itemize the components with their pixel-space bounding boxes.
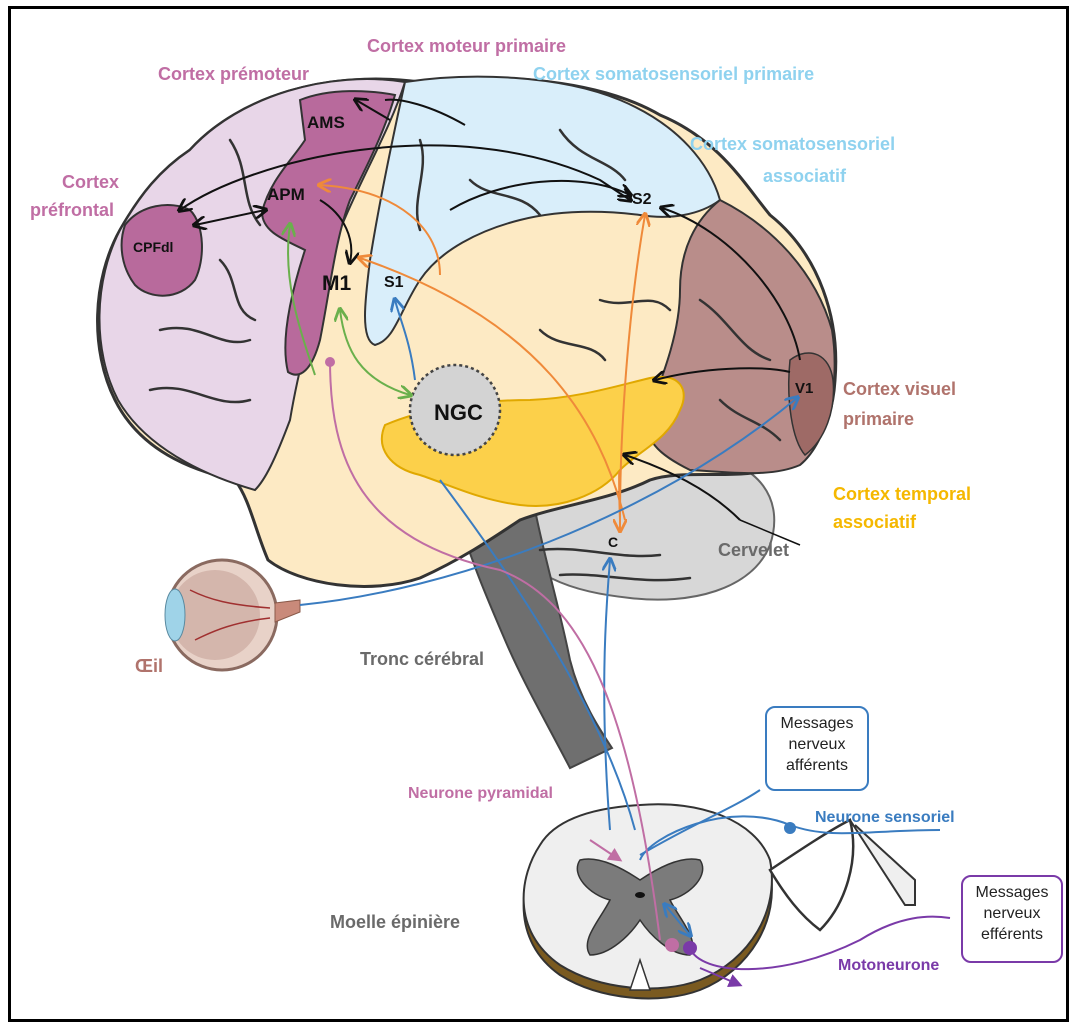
- label-cortex-temporal-1: Cortex temporal: [833, 484, 971, 504]
- label-moelle: Moelle épinière: [330, 912, 460, 932]
- efferent-line-1: Messages: [963, 882, 1061, 903]
- pyramidal-neuron-body: [325, 357, 335, 367]
- label-cortex-temporal-2: associatif: [833, 512, 917, 532]
- afferent-line-2: nerveux: [767, 734, 867, 755]
- node-m1: M1: [322, 272, 351, 295]
- label-cortex-somato-assoc-2: associatif: [763, 166, 847, 186]
- label-cortex-visuel-2: primaire: [843, 409, 914, 429]
- pyramidal-terminal: [665, 938, 679, 952]
- efferent-line-2: nerveux: [963, 903, 1061, 924]
- eye-illustration: [165, 560, 300, 670]
- label-neurone-pyramidal: Neurone pyramidal: [408, 785, 553, 802]
- label-cortex-prefrontal-2: préfrontal: [30, 200, 114, 220]
- label-cortex-somato-primaire: Cortex somatosensoriel primaire: [533, 64, 814, 84]
- node-s1: S1: [384, 274, 404, 291]
- label-cortex-somato-assoc-1: Cortex somatosensoriel: [690, 134, 895, 154]
- label-oeil: Œil: [135, 656, 163, 676]
- label-cervelet: Cervelet: [718, 540, 789, 560]
- motoneuron-body: [683, 941, 697, 955]
- label-cortex-premoteur: Cortex prémoteur: [158, 64, 309, 84]
- node-ngc: NGC: [434, 400, 483, 425]
- efferent-messages-box: Messages nerveux efférents: [961, 875, 1063, 963]
- node-s2: S2: [632, 191, 652, 208]
- label-cortex-moteur-primaire: Cortex moteur primaire: [367, 36, 566, 56]
- node-cpfdl: CPFdl: [133, 239, 173, 255]
- afferent-line-1: Messages: [767, 713, 867, 734]
- node-ams: AMS: [307, 113, 345, 132]
- node-v1: V1: [795, 380, 813, 397]
- efferent-line-3: efférents: [963, 924, 1061, 945]
- node-c: C: [608, 534, 618, 550]
- afferent-messages-box: Messages nerveux afférents: [765, 706, 869, 791]
- label-cortex-visuel-1: Cortex visuel: [843, 379, 956, 399]
- label-tronc: Tronc cérébral: [360, 649, 484, 669]
- afferent-line-3: afférents: [767, 755, 867, 776]
- label-neurone-sensoriel: Neurone sensoriel: [815, 809, 955, 826]
- label-cortex-prefrontal-1: Cortex: [62, 172, 119, 192]
- sensory-neuron-body: [784, 822, 796, 834]
- node-apm: APM: [267, 185, 305, 204]
- label-motoneurone: Motoneurone: [838, 957, 939, 974]
